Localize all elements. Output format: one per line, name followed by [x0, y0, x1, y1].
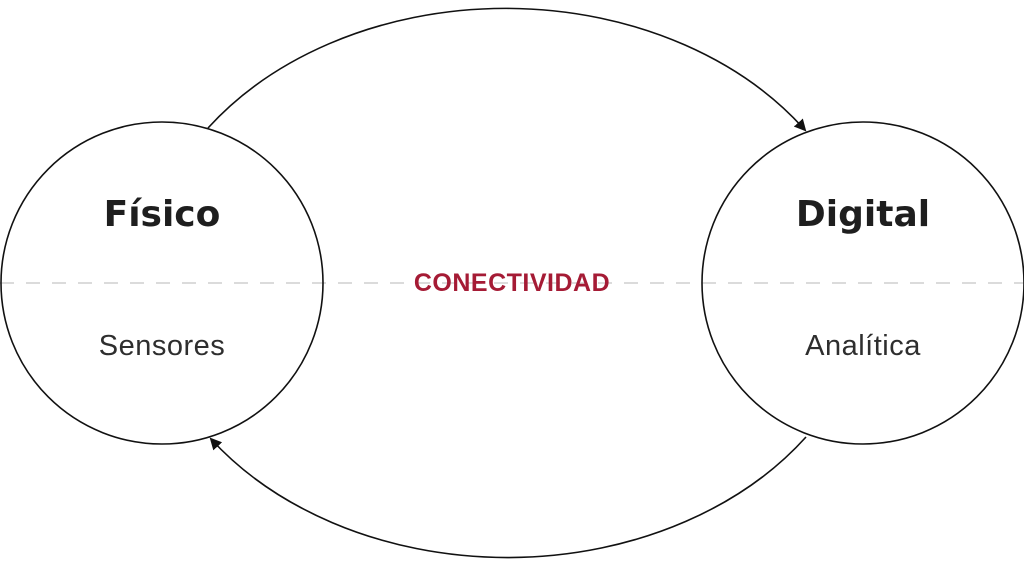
node-title-fisico: Físico [103, 194, 221, 235]
node-subtitle-analitica: Analítica [805, 330, 921, 362]
node-title-digital: Digital [795, 194, 931, 235]
node-circle-fisico [0, 121, 324, 445]
node-subtitle-sensores: Sensores [98, 330, 226, 362]
node-circle-digital [701, 121, 1024, 445]
arrow-fisico-to-digital [207, 7, 807, 132]
arrow-digital-to-fisico [209, 436, 807, 559]
center-label-conectividad: CONECTIVIDAD [413, 269, 611, 297]
